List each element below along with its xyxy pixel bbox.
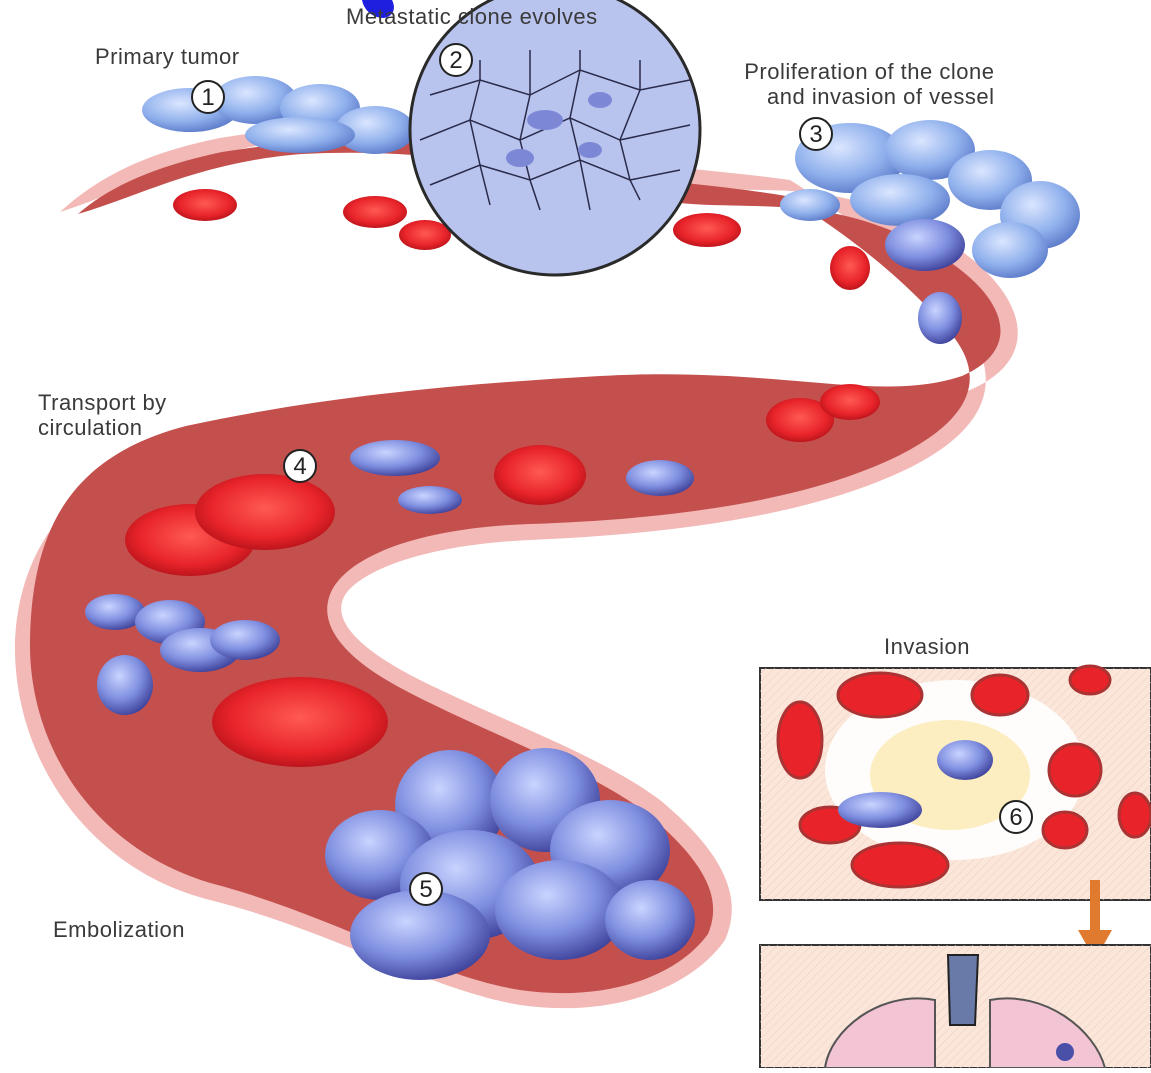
svg-text:1: 1 bbox=[201, 84, 214, 111]
label-proliferation: Proliferation of the clone and invasion … bbox=[733, 59, 994, 109]
svg-text:2: 2 bbox=[449, 47, 462, 74]
step-6-marker: 6 bbox=[1000, 801, 1032, 833]
label-metastatic-clone: Metastatic clone evolves bbox=[346, 4, 598, 29]
step-1-marker: 1 bbox=[192, 81, 224, 113]
trachea bbox=[948, 955, 978, 1025]
metastatic-clone-circle bbox=[410, 0, 700, 275]
label-proliferation-line1: Proliferation of the clone bbox=[733, 59, 994, 84]
svg-text:3: 3 bbox=[809, 121, 822, 148]
label-transport: Transport by circulation bbox=[38, 390, 167, 440]
label-transport-line1: Transport by bbox=[38, 390, 167, 415]
label-invasion: Invasion bbox=[884, 634, 970, 659]
lung-metastasis bbox=[1056, 1043, 1074, 1061]
svg-text:4: 4 bbox=[293, 453, 306, 480]
primary-tumor-cells bbox=[142, 76, 415, 154]
step-2-marker: 2 bbox=[440, 44, 472, 76]
lungs-panel bbox=[760, 945, 1151, 1068]
svg-text:6: 6 bbox=[1009, 804, 1022, 831]
label-proliferation-line2: and invasion of vessel bbox=[733, 84, 994, 109]
label-embolization: Embolization bbox=[53, 917, 185, 942]
proliferating-clone-cells bbox=[780, 120, 1080, 344]
svg-text:5: 5 bbox=[419, 876, 432, 903]
step-3-marker: 3 bbox=[800, 118, 832, 150]
step-4-marker: 4 bbox=[284, 450, 316, 482]
invasion-panel bbox=[760, 666, 1151, 900]
label-transport-line2: circulation bbox=[38, 415, 167, 440]
label-primary-tumor: Primary tumor bbox=[95, 44, 240, 69]
step-5-marker: 5 bbox=[410, 873, 442, 905]
